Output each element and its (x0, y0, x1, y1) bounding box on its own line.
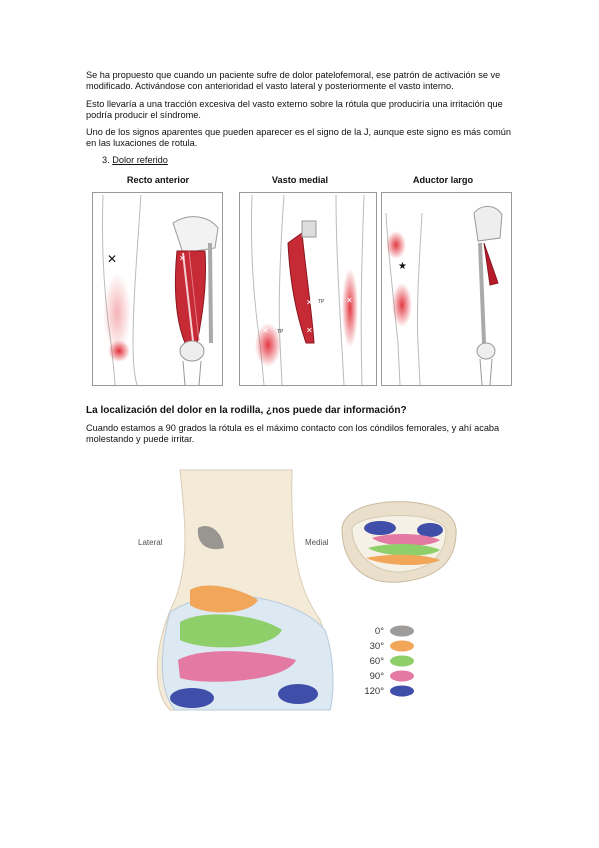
paragraph-2: Esto llevaría a una tracción excesiva de… (86, 99, 503, 121)
legend-swatch-0 (390, 625, 414, 637)
svg-text:✕: ✕ (346, 296, 353, 305)
pain-zone-medial-knee (255, 323, 281, 367)
legend-label-0: 0° (375, 626, 384, 637)
list-item-referred-pain: 3. Dolor referido (102, 155, 168, 165)
legend-label-90: 90° (370, 671, 385, 682)
legend-swatch-30 (390, 640, 414, 652)
pain-zone-thigh (342, 268, 358, 348)
panel-title-recto-anterior: Recto anterior (126, 175, 190, 185)
svg-text:✕: ✕ (179, 254, 186, 263)
pain-zone-groin (386, 231, 406, 259)
paragraph-1: Se ha propuesto que cuando un paciente s… (86, 70, 501, 92)
label-lateral: Lateral (138, 538, 163, 547)
trigger-point-x-mark: ✕ (107, 252, 117, 266)
vasto-medial-illustration: ✕ TP ✕ ✕ TP ✕ (250, 194, 365, 386)
svg-text:✕: ✕ (262, 326, 269, 335)
contact-zone-30 (190, 585, 258, 613)
patella-zone-120-lateral (364, 521, 396, 535)
list-label: Dolor referido (112, 155, 168, 165)
legend-label-60: 60° (370, 656, 385, 667)
legend-label-120: 120° (364, 686, 384, 697)
vastus-muscle (287, 232, 315, 344)
legend-swatch-120 (390, 685, 414, 697)
contact-zone-120-medial (278, 684, 318, 704)
pain-zone-inner-thigh (392, 283, 412, 327)
contact-zone-0 (197, 526, 224, 550)
panel-title-aductor-largo: Aductor largo (412, 175, 474, 185)
panel-title-vasto-medial: Vasto medial (271, 175, 329, 185)
svg-text:✕: ✕ (306, 298, 313, 307)
femur-bone (156, 469, 333, 711)
pain-zone-knee (108, 340, 130, 362)
svg-text:✕: ✕ (306, 326, 313, 335)
adductor-longus-muscle (483, 242, 499, 286)
panel-recto-anterior: ✕ ✕ (92, 192, 223, 386)
recto-anterior-illustration: ✕ ✕ (101, 194, 219, 386)
legend-label-30: 30° (370, 641, 385, 652)
patella-zone-90 (372, 534, 440, 546)
legend-swatch-60 (390, 655, 414, 667)
list-number: 3. (102, 155, 110, 165)
tp-label-1: TP (277, 329, 284, 335)
contact-zone-90 (178, 651, 296, 682)
patella-zone-120-medial (417, 523, 443, 537)
tp-label-2: TP (318, 299, 325, 305)
contact-zone-60 (180, 614, 282, 648)
label-medial: Medial (305, 538, 329, 547)
panel-aductor-largo: ★ (381, 192, 512, 386)
angle-legend: 0° 30° 60° 90° 120° (364, 625, 414, 697)
patella-zone-60 (368, 544, 440, 556)
aductor-largo-illustration: ★ (385, 206, 503, 386)
femoral-condyle-cartilage (161, 595, 334, 711)
patella-zone-30 (366, 554, 440, 566)
legend-swatch-90 (390, 670, 414, 682)
panel-vasto-medial: ✕ TP ✕ ✕ TP ✕ (239, 192, 377, 386)
paragraph-body2: Cuando estamos a 90 grados la rótula es … (86, 423, 500, 445)
section-heading: La localización del dolor en la rodilla,… (86, 405, 407, 416)
contact-zone-120-lateral (170, 688, 214, 708)
patella-section (341, 501, 457, 583)
trigger-point-star: ★ (398, 261, 407, 272)
paragraph-3: Uno de los signos aparentes que pueden a… (86, 127, 511, 149)
